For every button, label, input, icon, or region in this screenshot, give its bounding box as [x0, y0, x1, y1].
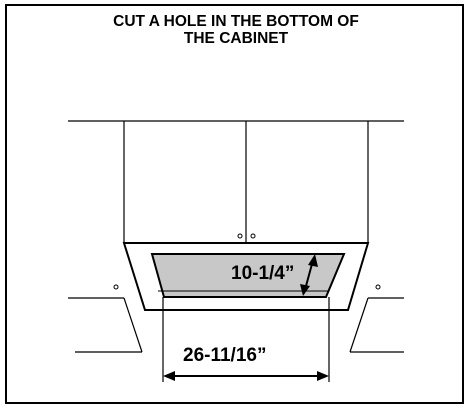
depth-dimension-line: [305, 263, 313, 287]
depth-arrowhead-bottom: [300, 284, 310, 296]
width-arrowhead-right: [317, 371, 329, 381]
side-knob-right: [375, 284, 381, 290]
door-knob-left: [237, 233, 243, 239]
hood-left-leg: [123, 297, 143, 353]
title-line-2: THE CABINET: [183, 30, 289, 47]
cutout-hole: [150, 253, 346, 298]
title-line-1: CUT A HOLE IN THE BOTTOM OF: [113, 13, 359, 30]
hood-right-leg: [349, 297, 369, 353]
depth-label: 10-1/4”: [231, 263, 294, 284]
door-knob-right: [250, 233, 256, 239]
depth-arrowhead-top: [308, 254, 318, 267]
diagram-frame: [5, 4, 464, 404]
width-arrowhead-left: [163, 371, 175, 381]
instruction-title: CUT A HOLE IN THE BOTTOM OF THE CABINET: [0, 13, 472, 47]
side-knob-left: [113, 284, 119, 290]
width-label: 26-11/16”: [183, 345, 266, 366]
